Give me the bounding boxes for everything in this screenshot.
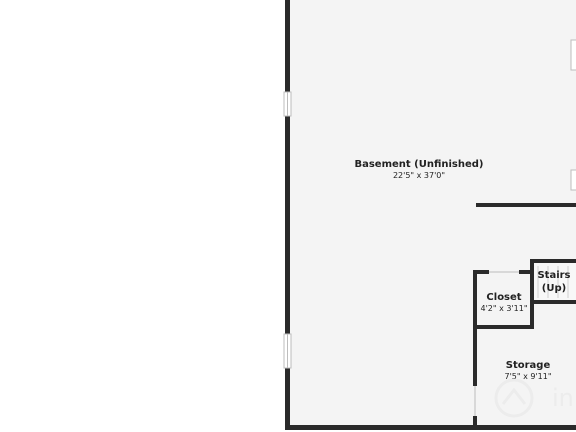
interior-wall-horizontal bbox=[476, 203, 576, 207]
basement-name: Basement (Unfinished) bbox=[354, 159, 483, 170]
stairs-name-line1: Stairs bbox=[537, 270, 570, 281]
storage-dims: 7'5" x 9'11" bbox=[504, 372, 551, 381]
stairs-wall-top bbox=[530, 259, 576, 263]
basement-dims: 22'5" x 37'0" bbox=[393, 171, 445, 180]
bottom-wall bbox=[285, 425, 576, 430]
closet-dims: 4'2" x 3'11" bbox=[480, 304, 527, 313]
closet-wall-left bbox=[473, 270, 477, 428]
left-wall bbox=[285, 0, 290, 430]
stairs-name-line2: (Up) bbox=[542, 283, 566, 294]
storage-name: Storage bbox=[506, 360, 551, 371]
watermark-text: in bbox=[552, 384, 574, 412]
watermark-logo: in bbox=[494, 378, 574, 418]
stairs-area bbox=[534, 263, 576, 301]
closet-name: Closet bbox=[486, 292, 521, 303]
window-right-upper bbox=[570, 39, 576, 71]
floor-area bbox=[288, 0, 576, 428]
closet-wall-right bbox=[530, 262, 534, 329]
closet-wall-bottom bbox=[473, 325, 534, 329]
stairs-wall-bottom bbox=[530, 300, 576, 304]
stair-treads bbox=[537, 266, 569, 298]
window-right-middle bbox=[570, 169, 576, 191]
